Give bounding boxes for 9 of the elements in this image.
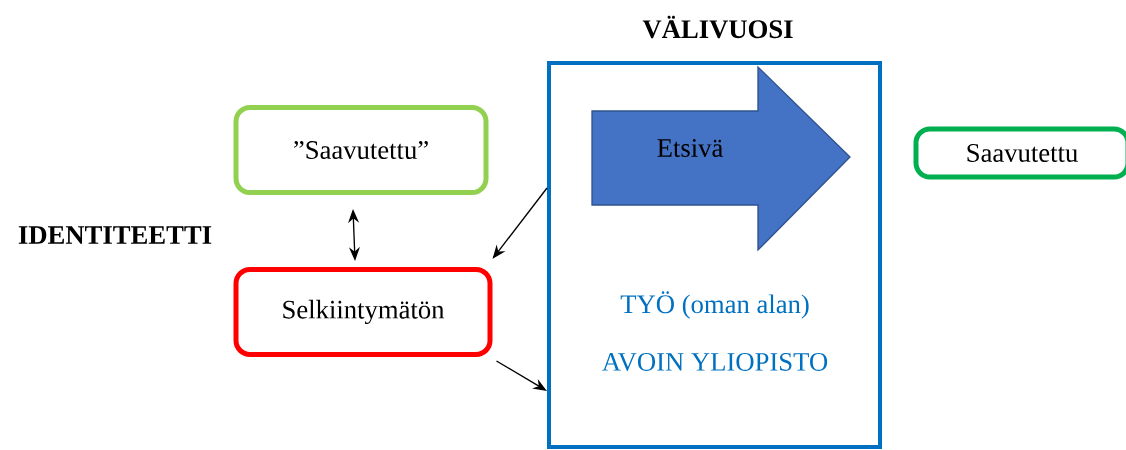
arrow bbox=[495, 360, 547, 391]
text-box: Saavutettu bbox=[913, 126, 1126, 180]
text-box: ”Saavutettu” bbox=[233, 105, 489, 195]
heading: VÄLIVUOSI bbox=[642, 15, 793, 39]
side-label: IDENTITEETTI bbox=[18, 226, 212, 244]
text-box: Selkiintymätön bbox=[233, 267, 493, 357]
list-item: TYÖ (oman alan) bbox=[620, 291, 809, 319]
list-item: AVOIN YLIOPISTO bbox=[602, 353, 828, 371]
arrow bbox=[492, 187, 548, 259]
